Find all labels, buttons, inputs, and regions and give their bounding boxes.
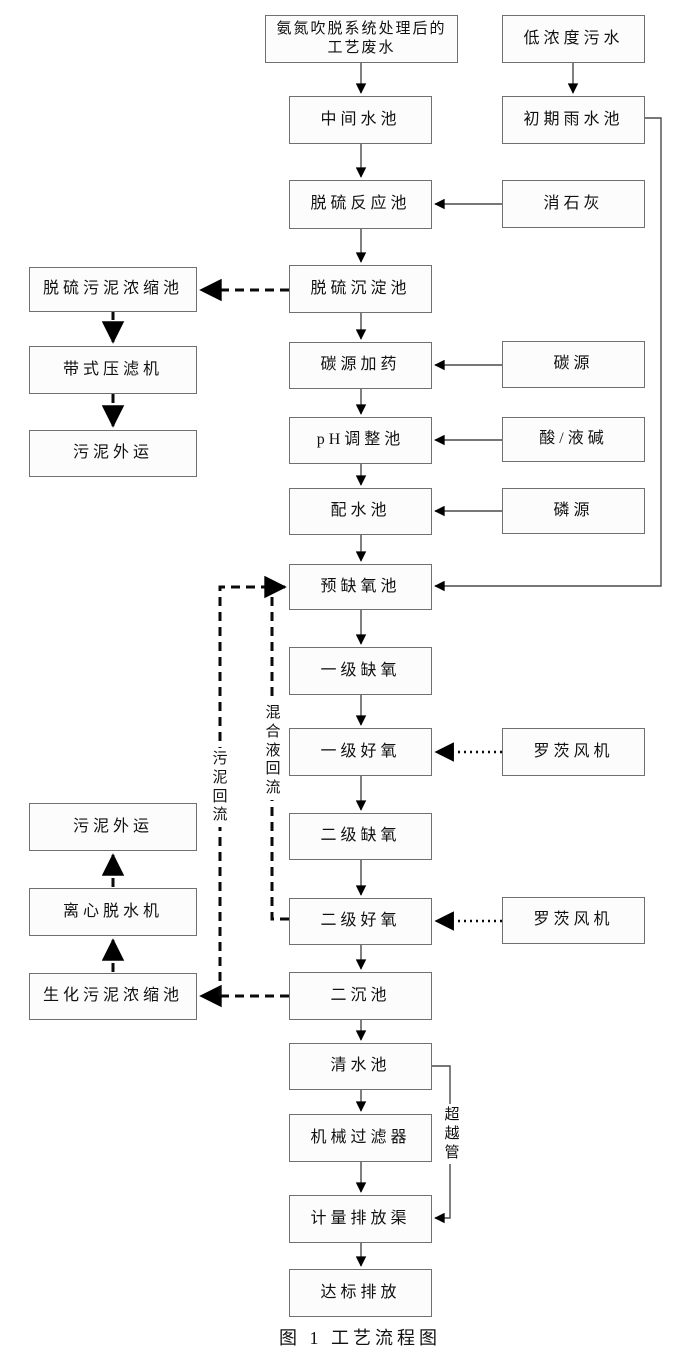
figure-caption: 图 1 工艺流程图 bbox=[279, 1328, 441, 1348]
node-secondary-clarifier: 二沉池 bbox=[289, 972, 432, 1020]
node-feed: 氨氮吹脱系统处理后的工艺废水 bbox=[265, 15, 458, 63]
node-mechanical-filter: 机械过滤器 bbox=[289, 1114, 432, 1162]
node-intermediate-tank: 中间水池 bbox=[289, 96, 432, 144]
node-ph-adjust-tank: pH调整池 bbox=[289, 417, 432, 464]
node-pre-anoxic-tank: 预缺氧池 bbox=[289, 564, 432, 610]
node-carbon-dosing: 碳源加药 bbox=[289, 342, 432, 389]
node-slaked-lime: 消石灰 bbox=[502, 180, 645, 228]
node-sludge-outhaul-bottom: 污泥外运 bbox=[29, 803, 197, 851]
node-distribution-tank: 配水池 bbox=[289, 488, 432, 535]
node-acid-alkali: 酸/液碱 bbox=[502, 417, 645, 462]
dotted-connectors bbox=[434, 742, 502, 931]
node-desulf-sludge-thickener: 脱硫污泥浓缩池 bbox=[29, 267, 197, 312]
node-discharge: 达标排放 bbox=[289, 1269, 432, 1317]
node-roots-blower-1: 罗茨风机 bbox=[502, 728, 645, 776]
node-metering-channel: 计量排放渠 bbox=[289, 1195, 432, 1243]
node-bio-sludge-thickener: 生化污泥浓缩池 bbox=[29, 973, 197, 1020]
node-roots-blower-2: 罗茨风机 bbox=[502, 897, 645, 944]
node-anoxic-2: 二级缺氧 bbox=[289, 813, 432, 860]
node-belt-filter-press: 带式压滤机 bbox=[29, 346, 197, 394]
node-carbon-source: 碳源 bbox=[502, 341, 645, 388]
node-aerobic-2: 二级好氧 bbox=[289, 898, 432, 945]
node-sludge-outhaul-top: 污泥外运 bbox=[29, 430, 197, 477]
label-mixed-liquor-return: 混合液回流 bbox=[264, 702, 282, 800]
node-clean-water-tank: 清水池 bbox=[289, 1043, 432, 1090]
label-sludge-return: 污泥回流 bbox=[211, 748, 229, 827]
node-desulf-sedimentation-tank: 脱硫沉淀池 bbox=[289, 265, 432, 313]
node-centrifuge: 离心脱水机 bbox=[29, 888, 197, 936]
label-bypass-pipe: 超越管 bbox=[443, 1104, 461, 1165]
node-aerobic-1: 一级好氧 bbox=[289, 728, 432, 776]
node-initial-rain-tank: 初期雨水池 bbox=[502, 96, 645, 144]
node-anoxic-1: 一级缺氧 bbox=[289, 647, 432, 695]
node-phosphorus-source: 磷源 bbox=[502, 488, 645, 534]
node-desulf-reaction-tank: 脱硫反应池 bbox=[289, 180, 432, 229]
node-low-conc-sewage: 低浓度污水 bbox=[502, 15, 645, 63]
